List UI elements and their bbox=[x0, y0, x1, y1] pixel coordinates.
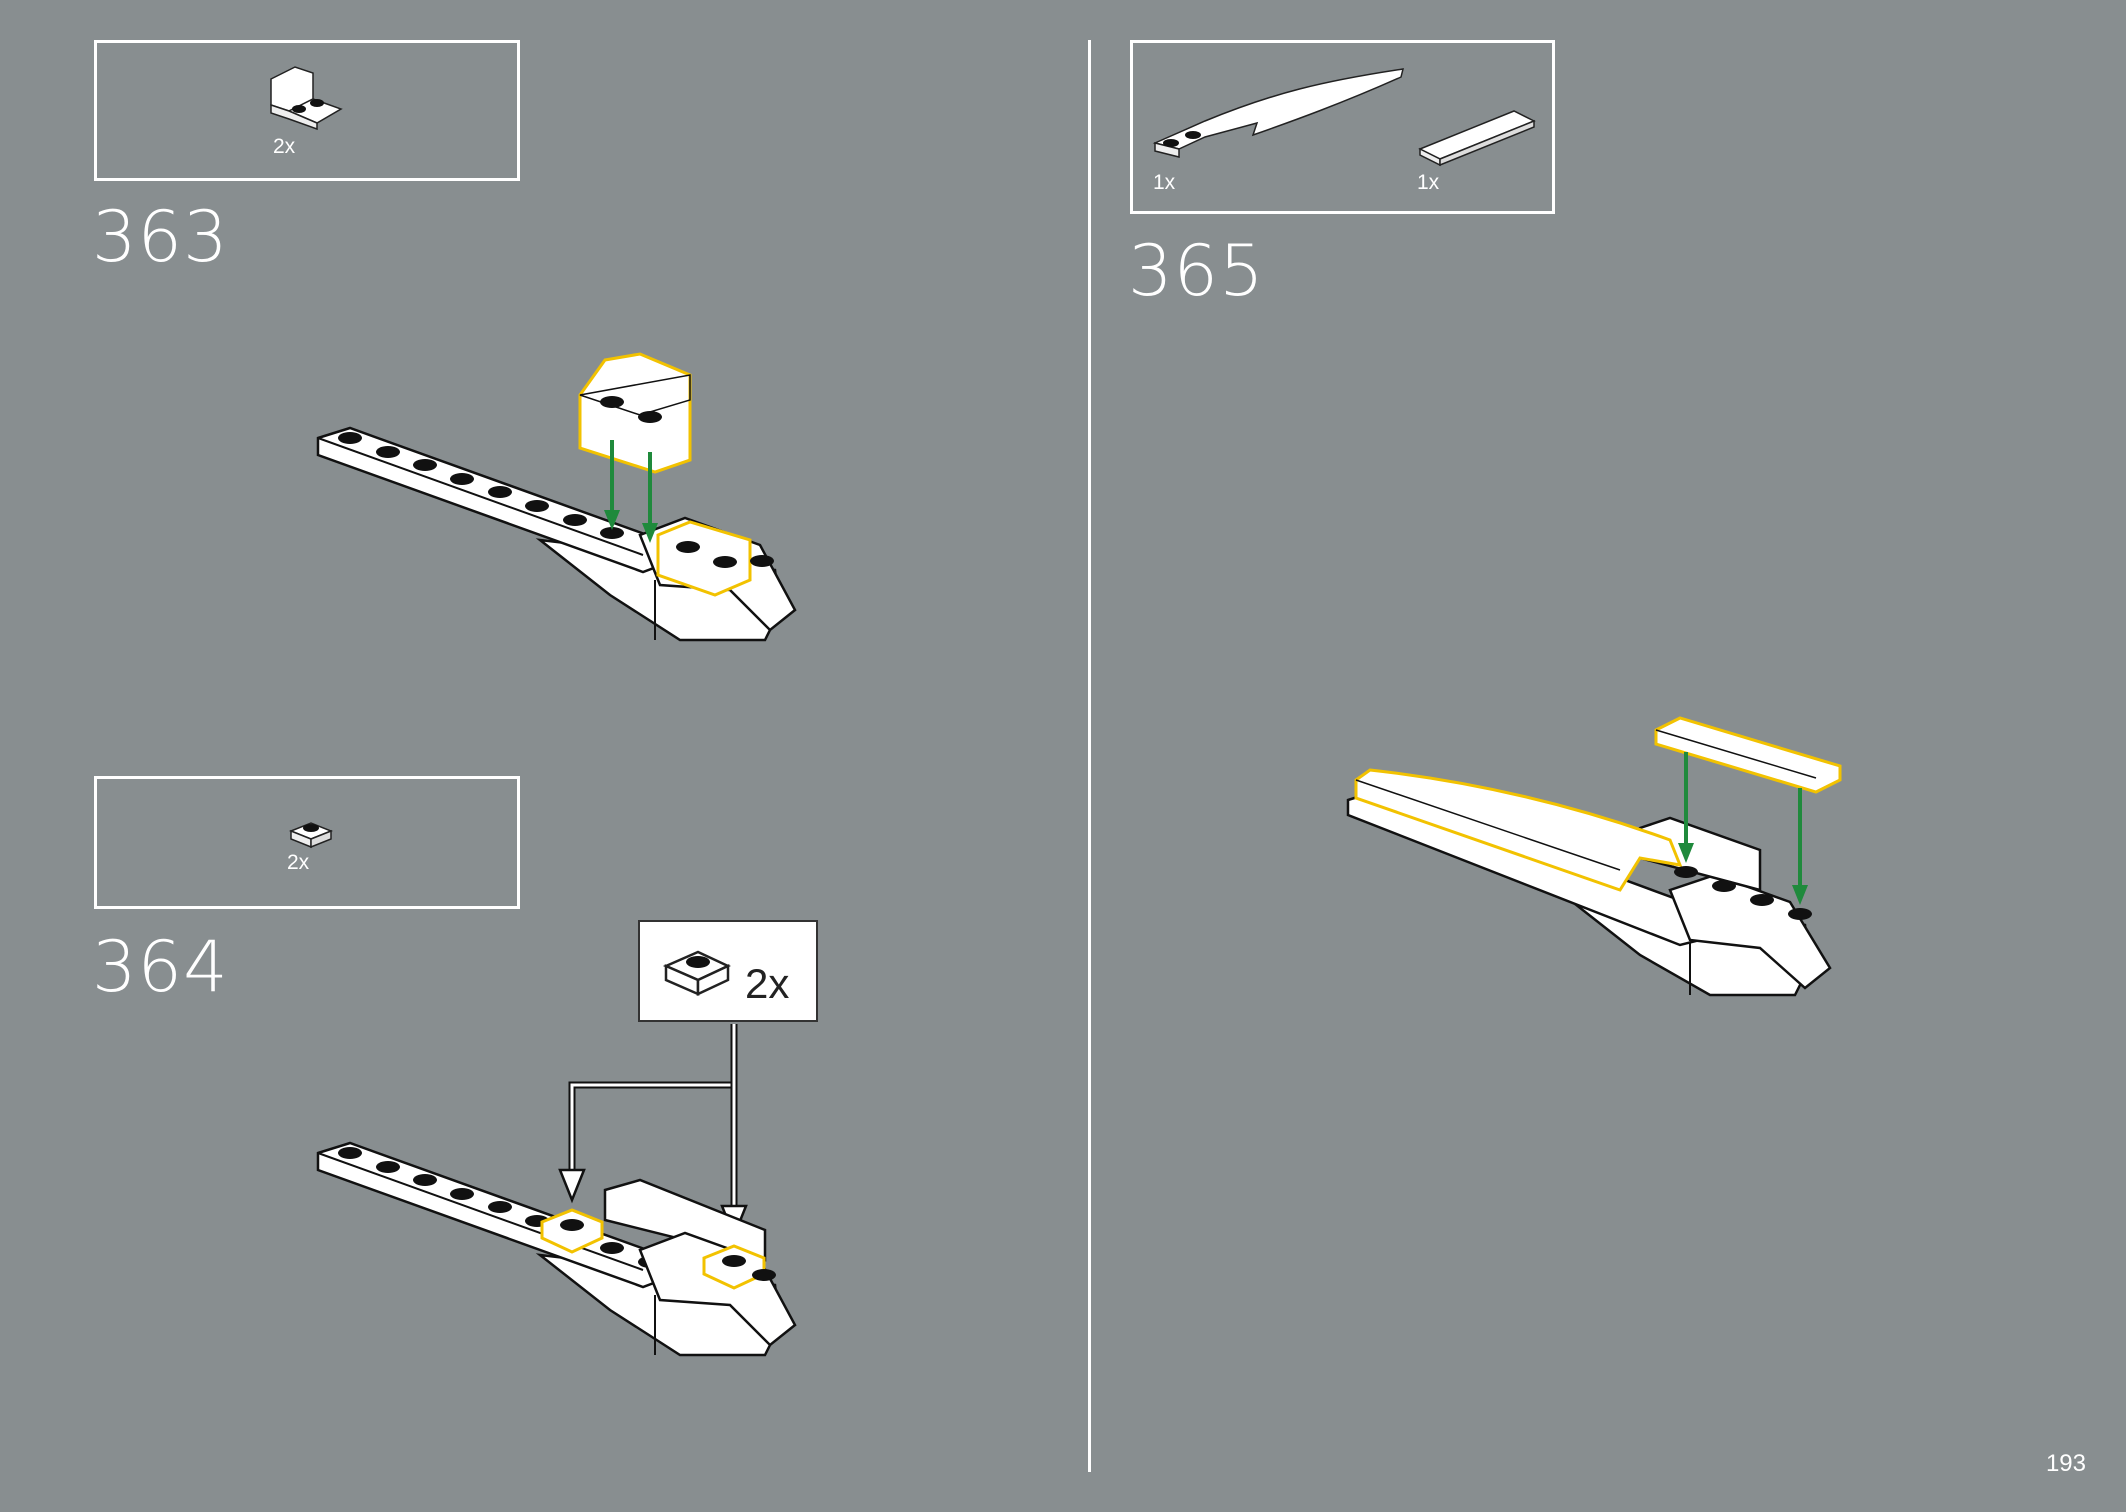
bracket-1x2-2x2-icon bbox=[270, 66, 343, 131]
callout-quantity: 2x bbox=[745, 960, 790, 1007]
page-number: 193 bbox=[2045, 1450, 2086, 1477]
step-364-callout-box: 2x bbox=[638, 920, 818, 1022]
step-364-parts-box: 2x bbox=[94, 776, 520, 909]
step-number-363: 363 bbox=[92, 196, 229, 278]
step-364-model-illustration bbox=[316, 1024, 797, 1357]
step-365-parts-box: 1x 1x bbox=[1130, 40, 1555, 214]
step-365-model-illustration bbox=[1346, 716, 1842, 997]
plate-1x1-icon bbox=[662, 950, 731, 996]
part-quantity: 2x bbox=[273, 135, 296, 158]
tile-1x4-icon bbox=[1418, 110, 1536, 167]
curved-slope-icon bbox=[1152, 68, 1405, 158]
plate-1x1-icon bbox=[288, 822, 334, 849]
part-quantity: 1x bbox=[1417, 171, 1440, 194]
step-363-model-illustration bbox=[316, 352, 797, 642]
step-363-parts-box: 2x bbox=[94, 40, 520, 181]
part-quantity: 2x bbox=[287, 851, 310, 874]
step-number-365: 365 bbox=[1128, 230, 1265, 312]
step-number-364: 364 bbox=[92, 926, 229, 1008]
page-divider bbox=[1088, 40, 1091, 1472]
part-quantity: 1x bbox=[1153, 171, 1176, 194]
